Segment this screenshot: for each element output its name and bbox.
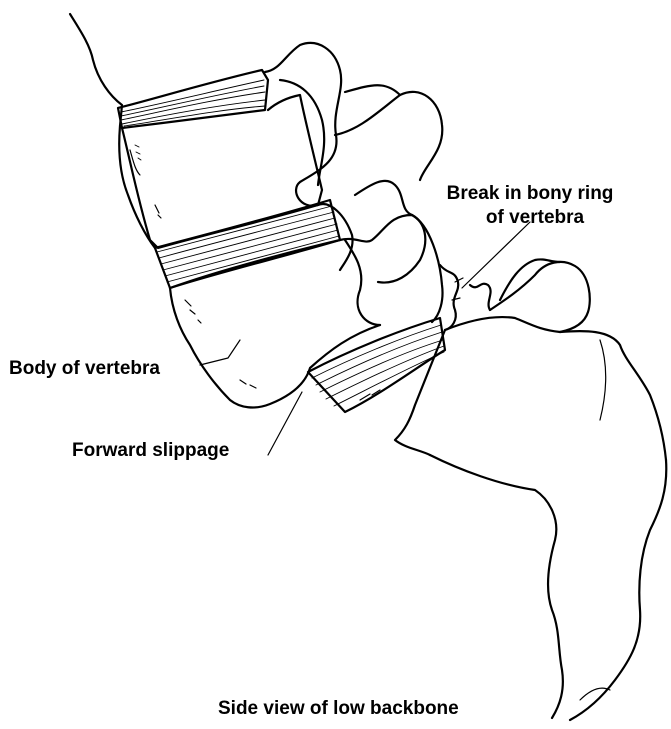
middle-disc [155, 200, 340, 288]
bony-ring-break [440, 265, 491, 330]
body-leader-line [200, 340, 240, 365]
slippage-leader-line [268, 392, 302, 455]
caption: Side view of low backbone [218, 698, 459, 719]
body-of-vertebra-label: Body of vertebra [9, 358, 160, 379]
middle-vertebra [122, 95, 412, 270]
break-leader-line [462, 222, 530, 288]
break-label-line1: Break in bony ring [447, 183, 614, 204]
forward-slippage-label: Forward slippage [72, 440, 229, 461]
break-label-line2: of vertebra [486, 207, 585, 228]
upper-vertebra [70, 14, 442, 248]
upper-disc [118, 70, 268, 128]
sacrum [395, 259, 666, 720]
lower-disc [308, 318, 445, 412]
